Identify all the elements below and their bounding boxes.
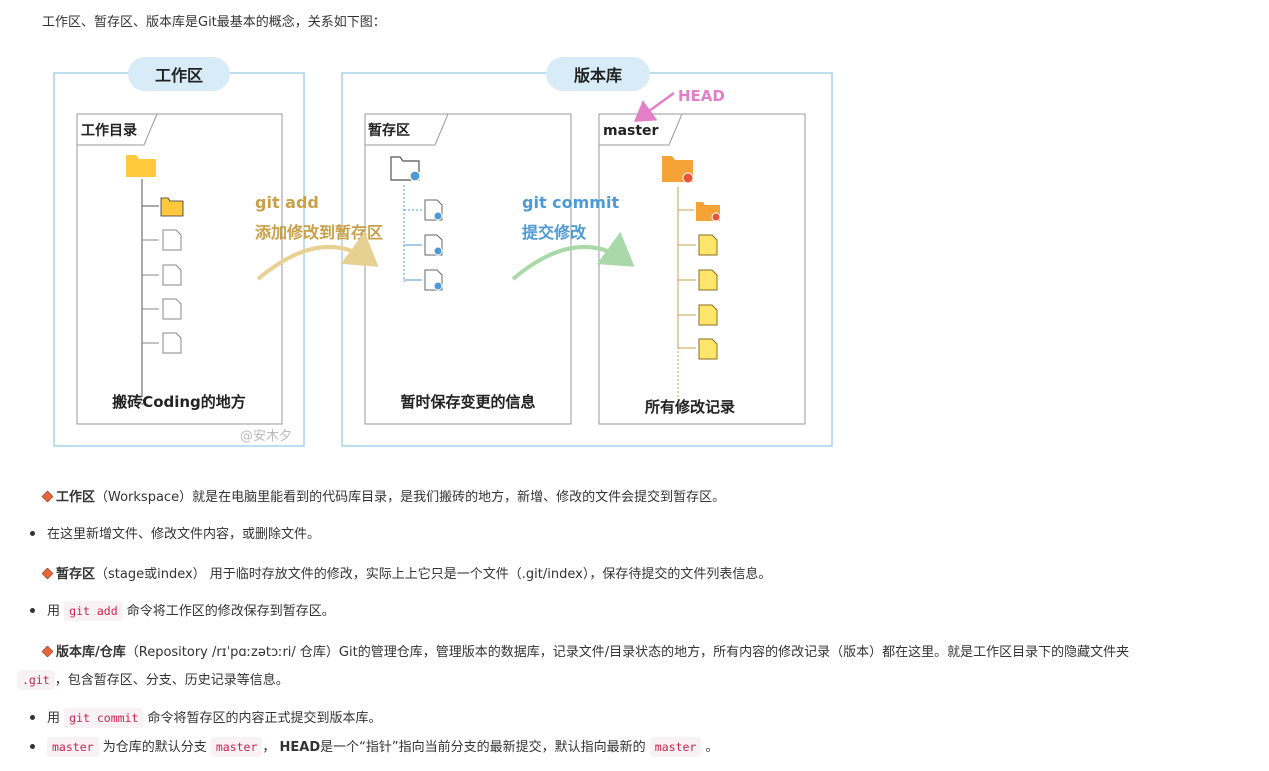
git-areas-diagram: 工作区 版本库 工作目录 搬砖Coding的地方 @安木夕 暂存区 [53, 57, 833, 447]
folder-icon [126, 155, 156, 177]
workspace-section: 工作区（Workspace）就是在电脑里能看到的代码库目录，是我们搬砖的地方，新… [42, 486, 725, 505]
repo-section-cont: .git，包含暂存区、分支、历史记录等信息。 [17, 669, 289, 690]
repo-desc: （Repository /rɪˈpɑːzətɔːri/ 仓库）Git的管理仓库，… [125, 645, 1130, 660]
stage-section: 暂存区（stage或index） 用于临时存放文件的修改，实际上上它只是一个文件… [42, 563, 771, 582]
stage-tab-label: 暂存区 [368, 122, 410, 139]
stage-bullet-pre: 用 [47, 604, 61, 619]
repo-bullet1-pre: 用 [47, 711, 61, 726]
repo-title: 版本库 [573, 66, 622, 85]
list-item: 用 git commit 命令将暂存区的内容正式提交到版本库。 [30, 707, 382, 728]
stage-term: 暂存区 [56, 567, 96, 582]
master-caption: 所有修改记录 [645, 398, 735, 416]
diamond-icon [42, 491, 53, 502]
git-commit-arrow [511, 231, 635, 281]
master-panel [598, 113, 806, 425]
staged-file-icon [404, 199, 443, 291]
stage-bullet-post: 命令将工作区的修改保存到暂存区。 [126, 604, 335, 619]
list-item: 用 git add 命令将工作区的修改保存到暂存区。 [30, 600, 335, 621]
git-add-label: git add [255, 193, 319, 212]
commit-folder-icon [678, 202, 721, 222]
list-item: 在这里新增文件、修改文件内容，或删除文件。 [30, 523, 320, 542]
repo-section: 版本库/仓库（Repository /rɪˈpɑːzətɔːri/ 仓库）Git… [42, 641, 1129, 660]
repo-bullet2-sep: ， [262, 740, 276, 755]
stage-caption: 暂时保存变更的信息 [400, 393, 535, 411]
repo-term: 版本库/仓库 [56, 645, 126, 660]
workspace-title-pill [128, 57, 230, 91]
workdir-tab [76, 113, 158, 146]
workdir-tab-label: 工作目录 [81, 122, 137, 139]
commit-file-icon [678, 234, 718, 360]
repo-title-pill [546, 57, 650, 91]
workspace-term: 工作区 [56, 490, 96, 505]
workdir-caption: 搬砖Coding的地方 [112, 393, 246, 411]
subfolder-icon [142, 197, 184, 217]
git-add-code: git add [64, 601, 123, 621]
git-dir-code: .git [17, 670, 55, 690]
repo-desc-cont: ，包含暂存区、分支、历史记录等信息。 [54, 673, 289, 688]
master-code: master [47, 737, 99, 757]
master-code: master [649, 737, 702, 757]
git-commit-label: git commit [522, 193, 619, 212]
repo-bullet2-mid: 为仓库的默认分支 [102, 740, 207, 755]
workspace-desc: （Workspace）就是在电脑里能看到的代码库目录，是我们搬砖的地方，新增、修… [95, 490, 726, 505]
repo-bullet1-post: 命令将暂存区的内容正式提交到版本库。 [147, 711, 382, 726]
folder-add-icon [390, 156, 421, 182]
stage-tab [364, 113, 449, 146]
git-commit-desc: 提交修改 [522, 223, 587, 242]
workspace-bullet-text: 在这里新增文件、修改文件内容，或删除文件。 [47, 527, 321, 542]
diamond-icon [42, 568, 53, 579]
diamond-icon [42, 646, 53, 657]
git-commit-code: git commit [64, 708, 144, 728]
head-arrow [633, 91, 675, 122]
file-icon [142, 229, 182, 354]
head-label: HEAD [678, 87, 725, 105]
list-item: master 为仓库的默认分支 master， HEAD是一个“指针”指向当前分… [30, 736, 719, 757]
workspace-title: 工作区 [155, 66, 203, 85]
repo-folder-icon [662, 156, 694, 184]
stage-desc: （stage或index） 用于临时存放文件的修改，实际上上它只是一个文件（.g… [95, 567, 772, 582]
repo-bullet2-post1: 是一个“指针”指向当前分支的最新提交，默认指向最新的 [320, 740, 646, 755]
git-add-desc: 添加修改到暂存区 [255, 223, 383, 242]
master-tab-label: master [603, 123, 659, 139]
repo-bullet2-post2: 。 [705, 740, 719, 755]
intro-text: 工作区、暂存区、版本库是Git最基本的概念，关系如下图： [42, 15, 386, 30]
watermark: @安木夕 [240, 429, 292, 444]
master-code: master [210, 737, 263, 757]
git-add-arrow [256, 231, 379, 281]
stage-panel [364, 113, 572, 425]
head-term: HEAD [279, 740, 321, 755]
